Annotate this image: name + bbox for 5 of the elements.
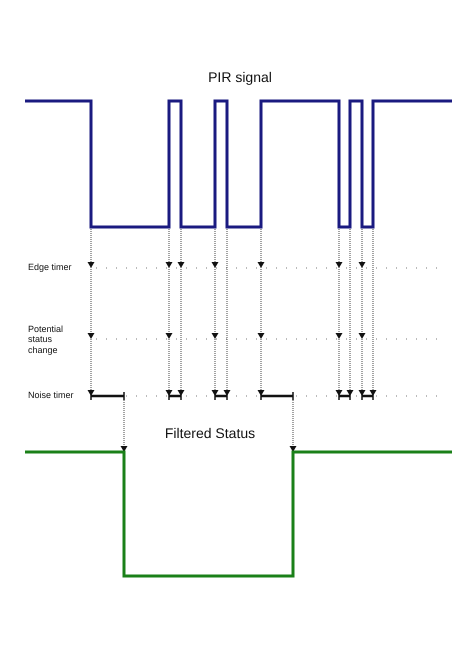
row-label: Noise timer xyxy=(28,390,75,400)
row-label: Potential status change xyxy=(28,324,64,356)
signal-title: PIR signal xyxy=(207,69,273,86)
row-label: Edge timer xyxy=(28,262,73,272)
signal-title: Filtered Status xyxy=(164,425,256,442)
